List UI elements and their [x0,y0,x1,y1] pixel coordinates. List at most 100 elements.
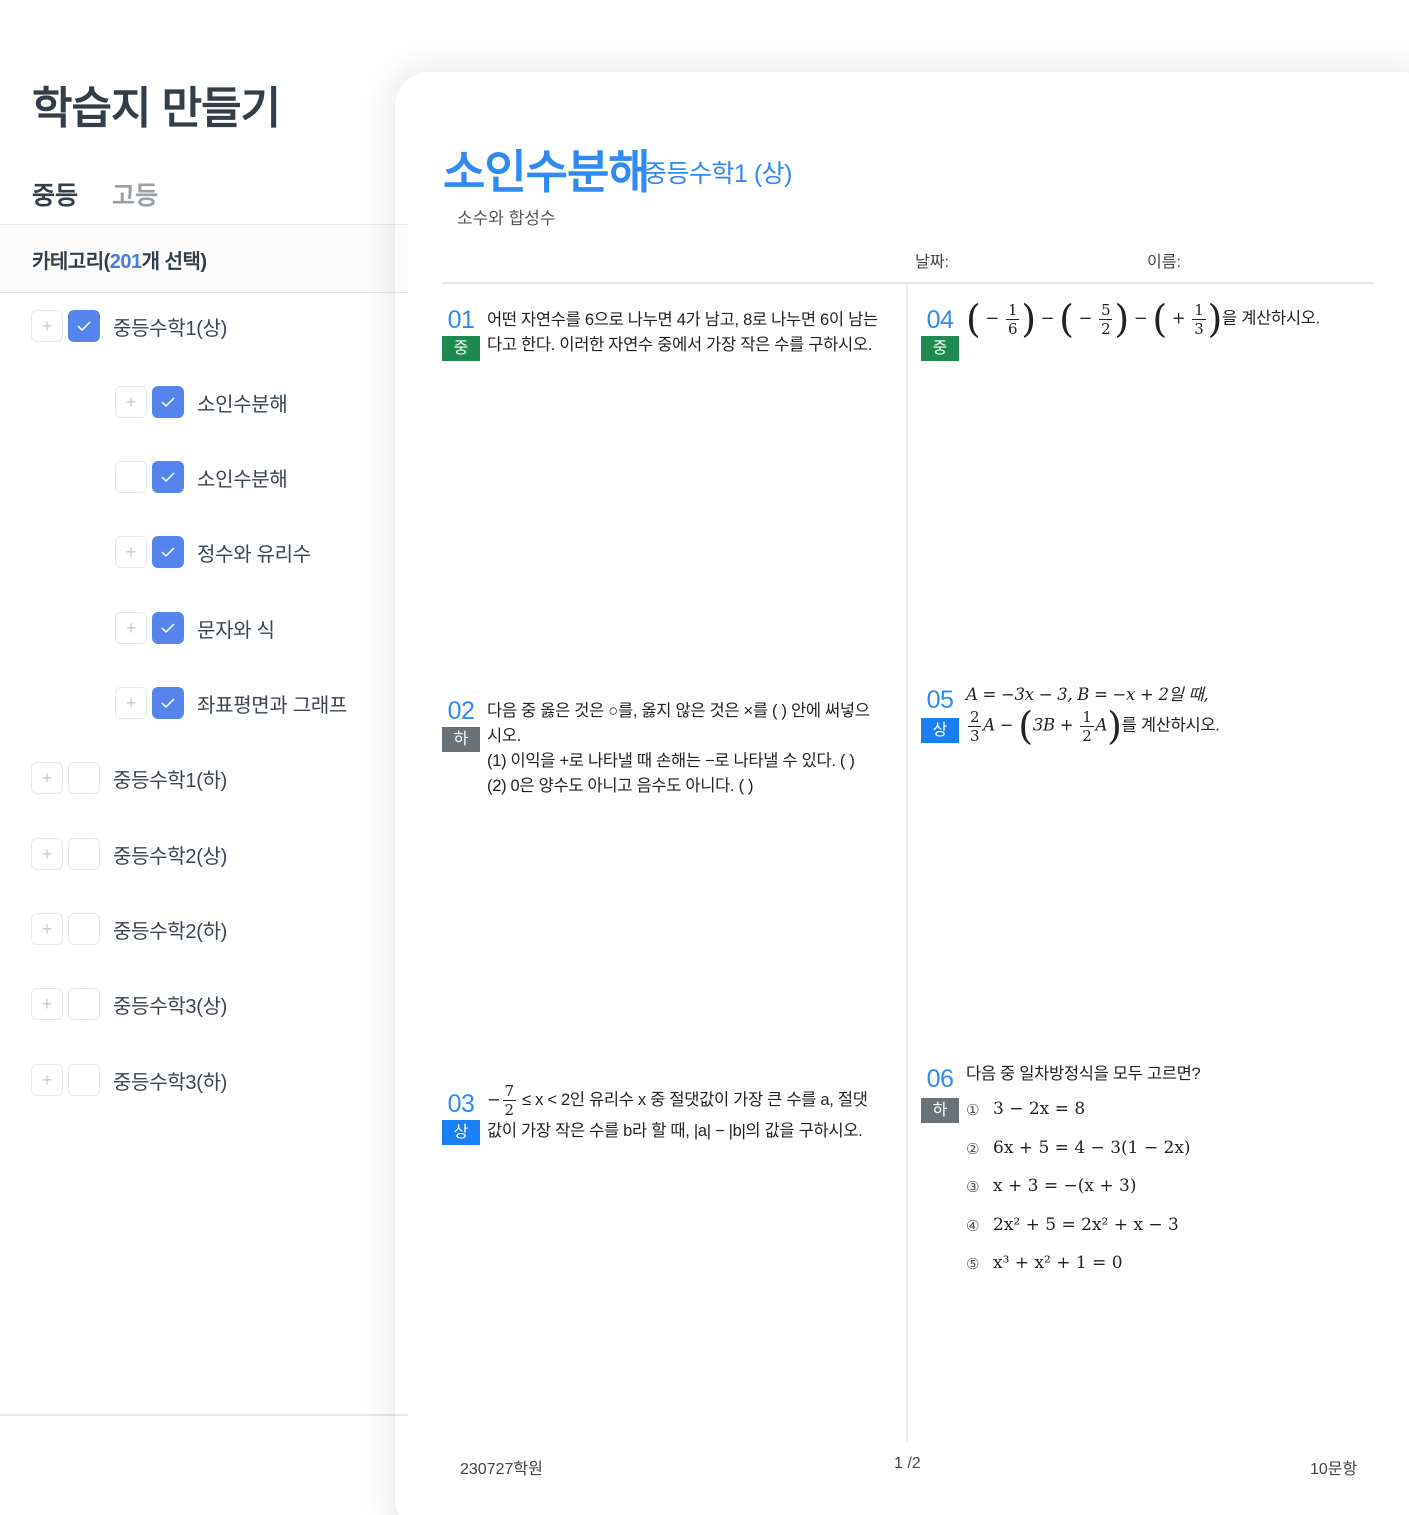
denominator: 2 [504,1101,515,1119]
checkbox-checked[interactable] [152,536,184,568]
expand-placeholder: + [115,461,147,493]
tree-item-label: 중등수학3(하) [113,1071,228,1094]
question-number: 01 [447,306,475,334]
plus-icon[interactable]: + [115,536,147,568]
checkbox-checked[interactable] [152,687,184,719]
checkbox-unchecked[interactable] [68,913,100,945]
check-icon [161,547,175,558]
footer-academy: 230727학원 [460,1461,543,1478]
header-divider [442,282,1374,284]
category-label: 카테고리( [32,251,110,273]
checkbox-checked[interactable] [152,461,184,493]
tab-middle-school[interactable]: 중등 [32,176,79,228]
tree-item-prime-factorization[interactable]: + 소인수분해 [115,386,288,418]
question-line: 다음 중 옳은 것은 ○를, 옳지 않은 것은 ×를 ( ) 안에 써넣으 [487,702,870,720]
tree-item-math3-lower[interactable]: + 중등수학3(하) [31,1064,227,1096]
plus-icon[interactable]: + [31,310,63,342]
difficulty-badge: 중 [921,336,959,361]
plus-icon[interactable]: + [31,762,63,794]
checkbox-checked[interactable] [152,612,184,644]
column-divider [906,284,908,1442]
choice-4[interactable]: ④ 2x² + 5 = 2x² + x − 3 [966,1215,1191,1254]
plus-icon[interactable]: + [115,612,147,644]
question-line: 어떤 자연수를 6으로 나누면 4가 남고, 8로 나누면 6이 남는 [487,311,878,329]
checkbox-checked[interactable] [68,310,100,342]
denominator: 6 [1007,319,1018,338]
level-tabs: 중등 고등 [0,170,408,228]
tree-item-letters-expressions[interactable]: + 문자와 식 [115,612,275,644]
denominator: 2 [1082,726,1092,745]
question-text: 어떤 자연수를 6으로 나누면 4가 남고, 8로 나누면 6이 남는 다고 한… [487,308,878,358]
plus-icon[interactable]: + [31,838,63,870]
checkbox-unchecked[interactable] [68,838,100,870]
selected-count: 201 [109,251,142,273]
checkbox-unchecked[interactable] [68,762,100,794]
footer-page-indicator: 1 /2 [894,1455,921,1472]
check-icon [161,698,175,709]
difficulty-badge: 상 [442,1120,480,1145]
question-line: A = −3x − 3, B = −x + 2일 때, [966,685,1209,704]
choice-marker: ① [966,1102,980,1119]
choice-expression: 2x² + 5 = 2x² + x − 3 [993,1214,1179,1235]
tree-item-math2-upper[interactable]: + 중등수학2(상) [31,838,227,870]
choice-marker: ④ [966,1217,980,1235]
checkbox-unchecked[interactable] [68,1064,100,1096]
sidebar: 학습지 만들기 중등 고등 카테고리(201개 선택) + 중등수학1(상) +… [0,0,408,1515]
tab-high-school[interactable]: 고등 [112,182,159,210]
category-suffix: 개 선택) [141,251,207,273]
numerator: 1 [1192,300,1206,320]
question-number: 02 [447,697,475,725]
tree-item-integers-rationals[interactable]: + 정수와 유리수 [115,536,311,568]
difficulty-badge: 하 [921,1098,959,1123]
question-text: 다음 중 옳은 것은 ○를, 옳지 않은 것은 ×를 ( ) 안에 써넣으 시오… [487,699,870,799]
worksheet-title: 소인수분해 [443,146,651,198]
date-label: 날짜: [915,254,949,271]
question-number: 04 [926,306,954,334]
numerator: 1 [1080,707,1094,727]
question-number: 03 [447,1090,475,1118]
check-icon [161,623,175,634]
tree-item-math3-upper[interactable]: + 중등수학3(상) [31,988,227,1020]
difficulty-badge: 상 [921,718,959,743]
checkbox-unchecked[interactable] [68,988,100,1020]
denominator: 3 [970,726,980,745]
tree-item-math1-lower[interactable]: + 중등수학1(하) [31,762,227,794]
worksheet-subtitle: 중등수학1 (상) [644,160,793,188]
numerator: 1 [1005,300,1020,320]
plus-icon[interactable]: + [115,687,147,719]
plus-icon[interactable]: + [31,988,63,1020]
checkbox-checked[interactable] [152,386,184,418]
choice-expression: 6x + 5 = 4 − 3(1 − 2x) [993,1137,1191,1158]
tree-item-math2-lower[interactable]: + 중등수학2(하) [31,913,227,945]
tree-item-label: 중등수학1(상) [113,317,228,340]
tree-item-coordinate-graphs[interactable]: + 좌표평면과 그래프 [115,687,347,719]
question-line: 시오. [487,727,522,745]
plus-icon[interactable]: + [115,386,147,418]
plus-icon[interactable]: + [31,913,63,945]
numerator: 2 [968,707,982,727]
check-icon [77,321,91,332]
plus-icon[interactable]: + [31,1064,63,1096]
category-header: 카테고리(201개 선택) [0,225,408,293]
numerator: 5 [1099,300,1113,320]
paren: ( [966,297,981,341]
page-title: 학습지 만들기 [32,84,281,133]
tree-item-prime-factorization-leaf[interactable]: + 소인수분해 [115,461,288,493]
tree-item-math1-upper[interactable]: + 중등수학1(상) [31,310,227,342]
